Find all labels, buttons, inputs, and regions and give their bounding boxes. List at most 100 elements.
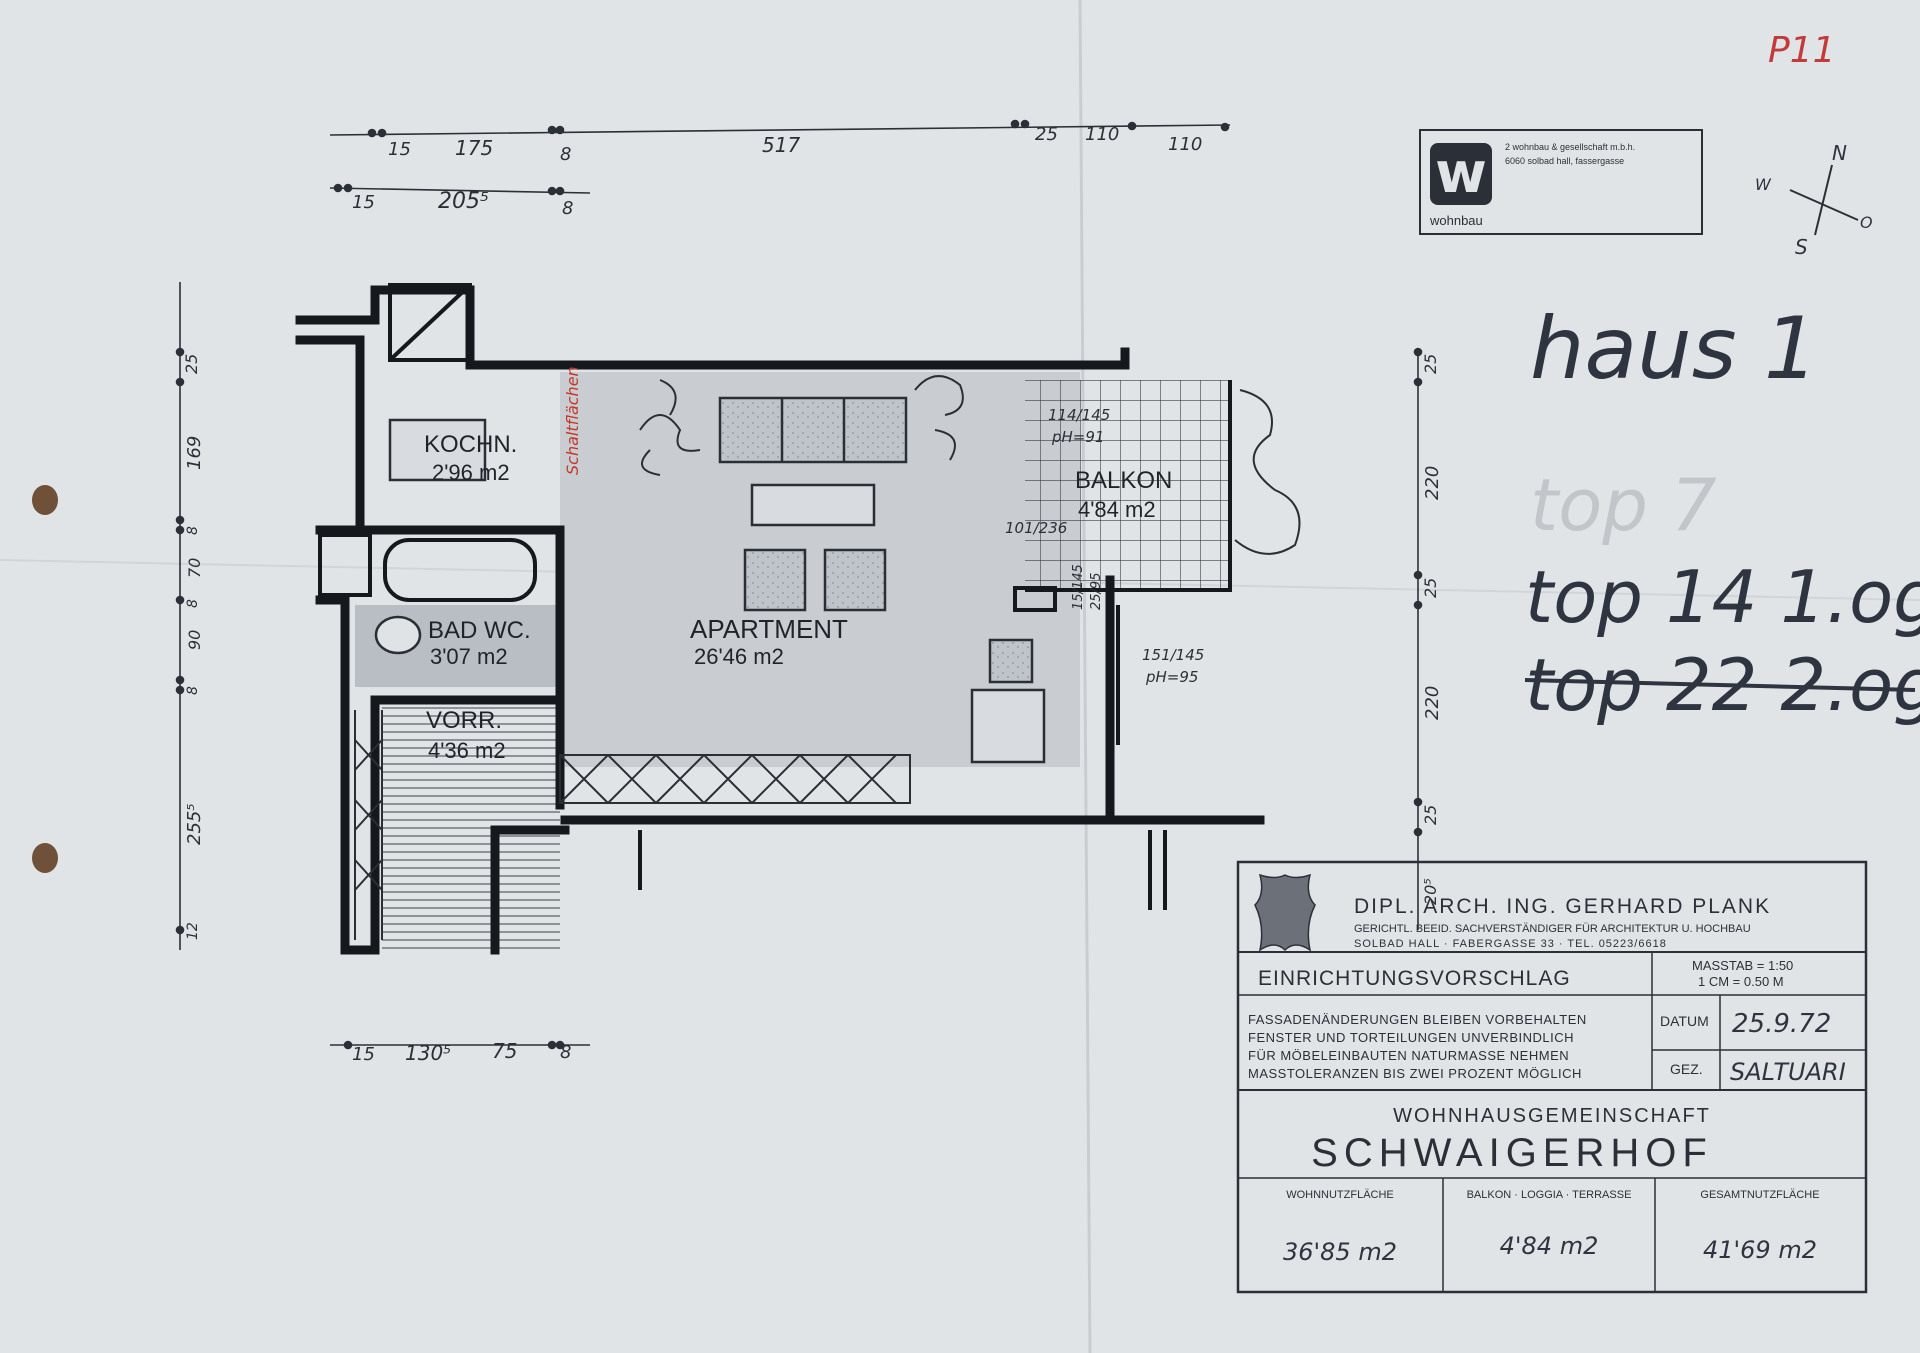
wohnbau-logo-letter: w [1435, 141, 1487, 206]
datum-label: DATUM [1660, 1013, 1709, 1029]
titleblock-note: FENSTER UND TORTEILUNGEN UNVERBINDLICH [1248, 1030, 1574, 1045]
window-note: 15/145 [1071, 564, 1086, 610]
punch-hole [32, 485, 58, 515]
wall-west-upper [295, 335, 365, 535]
room-area-kochn: 2'96 m2 [432, 460, 510, 485]
dim-label: 220 [1422, 466, 1443, 500]
dim-bottom: 15 130⁵ 75 8 [352, 1039, 571, 1065]
area-value-balkon: 4'84 m2 [1500, 1232, 1599, 1260]
dim-label: 255⁵ [184, 803, 205, 845]
area-label-wohnnutz: WOHNNUTZFLÄCHE [1286, 1189, 1394, 1201]
dim-label: 8 [562, 198, 573, 219]
compass-icon: N S W O [1755, 141, 1873, 259]
dim-label: 8 [185, 599, 201, 608]
titleblock-note: FASSADENÄNDERUNGEN BLEIBEN VORBEHALTEN [1248, 1012, 1587, 1027]
dim-left: 25 169 8 70 8 90 8 255⁵ 12 [182, 354, 205, 940]
corner-mark: P11 [1768, 30, 1836, 71]
strikethrough-line [1524, 678, 1916, 692]
dim-label: 25 [182, 354, 201, 374]
dim-top-row1: 15 175 8 517 25 110 110 [388, 124, 1202, 165]
dim-label: 25 [1421, 805, 1440, 825]
area-label-balkon: BALKON · LOGGIA · TERRASSE [1467, 1189, 1632, 1201]
gez-label: GEZ. [1670, 1061, 1703, 1077]
dim-label: 8 [185, 526, 201, 535]
title-block: DIPL. ARCH. ING. GERHARD PLANK GERICHTL.… [1236, 860, 1868, 1294]
scale-line: MASSTAB = 1:50 [1692, 958, 1793, 973]
wall-west-lower [315, 595, 380, 955]
architect-subtitle: GERICHTL. BEEID. SACHVERSTÄNDIGER FÜR AR… [1354, 923, 1751, 935]
area-value-wohnnutz: 36'85 m2 [1283, 1238, 1397, 1266]
room-area-bad: 3'07 m2 [430, 644, 508, 669]
dim-label: 175 [455, 136, 493, 160]
room-label-bad: BAD WC. [428, 617, 531, 644]
gez-value: SALTUARI [1730, 1058, 1846, 1086]
plants [639, 375, 1301, 555]
window-note: pH=95 [1145, 668, 1198, 686]
dim-label: 25 [1421, 354, 1440, 374]
compass-west: W [1755, 175, 1772, 194]
room-label-apartment: APARTMENT [690, 614, 848, 644]
wohnbau-logo-icon [1430, 143, 1492, 205]
railing [354, 710, 911, 940]
window-note: 151/145 [1142, 646, 1204, 664]
red-annotation: Schaltflächen [563, 366, 582, 475]
dim-label: 220 [1422, 686, 1443, 720]
room-label-kochn: KOCHN. [424, 431, 517, 458]
floor-plan: Schaltflächen KOCHN. 2'96 m2 BAD WC. 3'0… [295, 283, 1301, 955]
dim-label: 517 [762, 133, 800, 157]
wohnbau-stamp: w wohnbau 2 wohnbau & gesellschaft m.b.h… [1419, 129, 1703, 235]
window-note: pH=91 [1051, 428, 1104, 446]
room-label-balkon: BALKON [1075, 467, 1172, 494]
dim-right: 25 220 25 220 25 20⁵ [1421, 354, 1443, 905]
compass-south: S [1795, 235, 1808, 259]
dim-label: 20⁵ [1421, 878, 1440, 905]
top-label-current: top 14 1.og. [1525, 555, 1920, 639]
dim-label: 110 [1085, 124, 1119, 145]
house-label: haus 1 [1530, 299, 1819, 399]
project-name: SCHWAIGERHOF [1311, 1131, 1713, 1175]
dim-label: 110 [1168, 134, 1202, 155]
top-label-faded: top 7 [1530, 463, 1717, 547]
vorraum-floor [382, 700, 560, 950]
wohnbau-address: 2 wohnbau & gesellschaft m.b.h. [1505, 142, 1635, 152]
window-note: 114/145 [1048, 406, 1110, 424]
titleblock-heading: EINRICHTUNGSVORSCHLAG [1258, 967, 1571, 990]
dim-label: 15 [352, 1044, 375, 1065]
titleblock-note: FÜR MÖBELEINBAUTEN NATURMASSE NEHMEN [1248, 1048, 1569, 1063]
room-area-balkon: 4'84 m2 [1078, 497, 1156, 522]
dim-label: 205⁵ [438, 189, 489, 214]
architect-address: SOLBAD HALL · FABERGASSE 33 · TEL. 05223… [1354, 938, 1667, 950]
wohnbau-caption: wohnbau [1429, 213, 1483, 228]
window-note: 101/236 [1005, 519, 1067, 537]
dim-label: 169 [184, 436, 205, 470]
dim-label: 12 [185, 922, 201, 940]
dimension-lines [175, 119, 1423, 1050]
dim-label: 8 [185, 686, 201, 695]
punch-hole [32, 843, 58, 873]
room-area-apartment: 26'46 m2 [694, 644, 784, 669]
furniture [374, 396, 1046, 764]
paper-fold [1078, 0, 1092, 1353]
dim-label: 15 [388, 139, 411, 160]
compass-east: O [1860, 213, 1873, 232]
balcony-grid [1025, 380, 1230, 590]
room-label-vorr: VORR. [426, 707, 502, 734]
dim-top-row2: 15 205⁵ 8 [352, 189, 573, 219]
community-name: WOHNHAUSGEMEINSCHAFT [1393, 1105, 1711, 1127]
room-area-vorr: 4'36 m2 [428, 738, 506, 763]
datum-value: 25.9.72 [1732, 1009, 1831, 1039]
titleblock-note: MASSTOLERANZEN BIS ZWEI PROZENT MÖGLICH [1248, 1066, 1582, 1081]
architect-name: DIPL. ARCH. ING. GERHARD PLANK [1354, 895, 1771, 918]
wall-south-inner [490, 825, 570, 955]
dim-label: 15 [352, 192, 375, 213]
scale-line: 1 CM = 0.50 M [1698, 974, 1784, 989]
dim-label: 8 [560, 144, 571, 165]
dim-label: 25 [1035, 124, 1058, 145]
area-label-gesamt: GESAMTNUTZFLÄCHE [1700, 1189, 1819, 1201]
dim-label: 70 [185, 558, 204, 578]
area-value-gesamt: 41'69 m2 [1703, 1236, 1817, 1264]
dim-label: 75 [492, 1039, 517, 1063]
dim-label: 90 [185, 630, 204, 650]
wohnbau-address: 6060 solbad hall, fassergasse [1505, 156, 1624, 166]
